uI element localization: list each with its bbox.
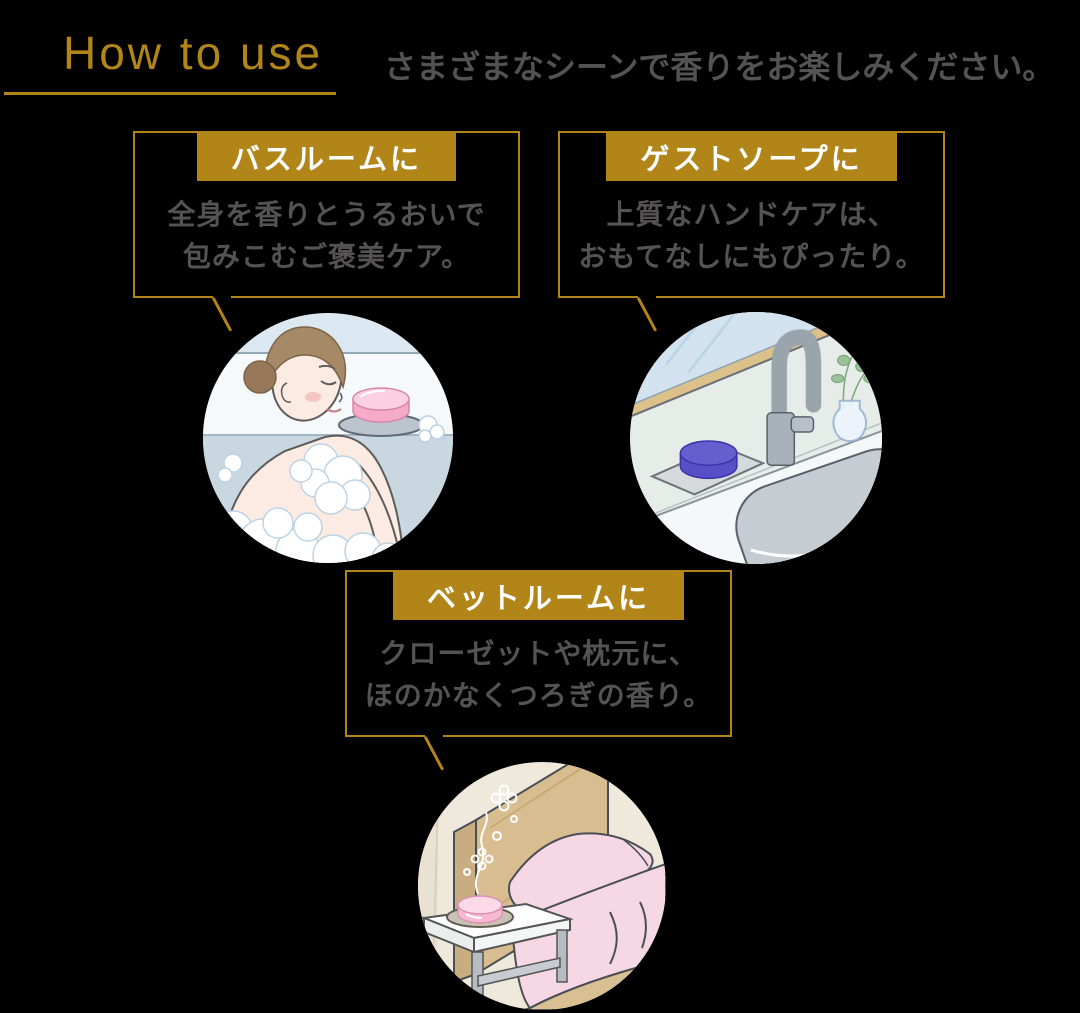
fragrance-sparkle-icon [463,784,518,895]
section-title: How to use [63,27,324,79]
fragrant-soap-icon [446,895,514,928]
caption-guest-soap-line2: おもてなしにもぴったり。 [578,240,925,273]
speech-bubble-bedroom: ベットルームに クローゼットや枕元に、 ほのかなくつろぎの香り。 [345,570,732,771]
caption-bedroom-line2: ほのかなくつろぎの香り。 [364,679,713,712]
badge-bedroom: ベットルームに [392,572,685,620]
guest-soap-icon [649,440,766,496]
bubble-tail-gap [638,296,656,298]
faucet-icon [766,329,822,466]
title-underline [4,92,336,95]
speech-bubble-guest-soap: ゲストソープに 上質なハンドケアは、 おもてなしにもぴったり。 [558,131,945,332]
caption-guest-soap-line1: 上質なハンドケアは、 [606,198,897,231]
illustration-washbasin [630,312,882,564]
bubble-tail-gap [425,735,443,737]
caption-bedroom-line1: クローゼットや枕元に、 [379,637,698,670]
speech-bubble-bathroom: バスルームに 全身を香りとうるおいで 包みこむご褒美ケア。 [133,131,520,332]
bubble-tail [211,296,233,332]
section-subtitle: さまざまなシーンで香りをお楽しみください。 [384,48,1055,86]
bathroom-scene-icon [203,313,453,563]
illustration-bedroom [418,762,666,1010]
bubble-tail [423,735,445,771]
bubble-tail-gap [213,296,231,298]
bubble-tail [636,296,658,332]
badge-bathroom: バスルームに [196,133,457,181]
bedroom-scene-icon [418,762,666,1010]
caption-bathroom-line1: 全身を香りとうるおいで [167,198,486,231]
washbasin-scene-icon [630,312,882,564]
vase-icon [832,399,868,443]
illustration-bathroom [203,313,453,563]
caption-bathroom-line2: 包みこむご褒美ケア。 [182,240,471,273]
foam-puff-icon [418,415,445,443]
badge-guest-soap: ゲストソープに [606,133,897,181]
